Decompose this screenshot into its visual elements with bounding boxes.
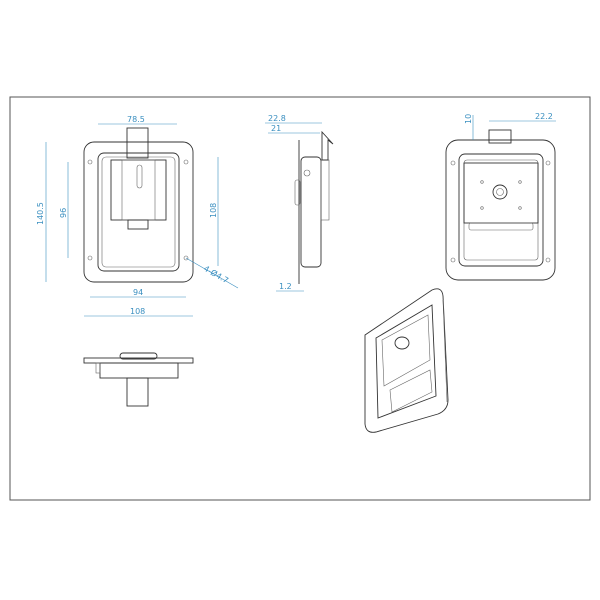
drawing-frame [9,96,591,501]
side-view: 22.8 21 1.2 [265,114,334,292]
isometric-view [364,288,449,433]
dim-depth-body: 21 [271,124,281,133]
dim-hole-vertical-spacing: 96 [59,208,68,218]
dim-hole-spec: 4-Ø4.7 [202,263,230,285]
dim-flange-thickness: 1.2 [279,282,292,291]
dim-handle-width: 78.5 [127,115,145,124]
dim-depth-overall: 22.8 [268,114,286,123]
rear-view: 10 22.2 [445,112,556,281]
dim-hole-horizontal-spacing: 94 [133,288,143,297]
dim-tab-width: 22.2 [535,112,553,121]
dim-tab-offset: 10 [464,114,473,124]
bottom-view [83,352,194,407]
dim-overall-height: 140.5 [36,202,45,225]
front-view: 78.5 140.5 96 108 4-Ø4.7 94 108 [36,115,239,317]
dim-flange-height: 108 [209,203,218,218]
dim-overall-width: 108 [130,307,145,316]
